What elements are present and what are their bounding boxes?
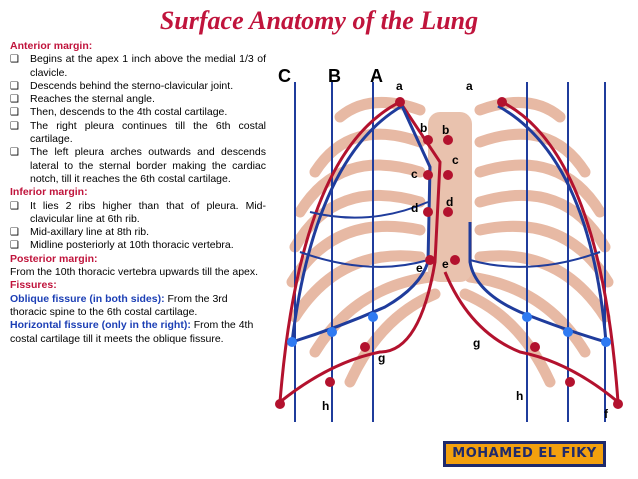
point-label-d: d: [411, 201, 418, 215]
point-label-d: d: [446, 195, 453, 209]
point-label-b: b: [420, 121, 427, 135]
list-item: Midline posteriorly at 10th thoracic ver…: [10, 239, 266, 253]
anterior-heading: Anterior margin:: [10, 40, 93, 52]
lung-points: [287, 312, 611, 347]
point-label-g: g: [473, 336, 480, 350]
list-item: The left pleura arches outwards and desc…: [10, 146, 266, 186]
list-item: Then, descends to the 4th costal cartila…: [10, 106, 266, 120]
lung-outline: [290, 103, 608, 345]
line-label-a: A: [370, 66, 383, 86]
inferior-heading: Inferior margin:: [10, 186, 88, 199]
oblique-fissure-line: [299, 251, 601, 268]
point-label-e: e: [416, 261, 423, 275]
fissures-heading: Fissures:: [10, 279, 57, 292]
list-item: Mid-axillary line at 8th rib.: [10, 226, 266, 240]
point-label-c: c: [411, 167, 418, 181]
point-label-h: h: [516, 389, 523, 403]
inferior-list: It lies 2 ribs higher than that of pleur…: [10, 200, 266, 253]
horizontal-fissure-label: Horizontal fissure (only in the right):: [10, 319, 191, 332]
oblique-fissure-label: Oblique fissure (in both sides):: [10, 292, 165, 305]
points: [275, 97, 623, 409]
list-item: The right pleura continues till the 6th …: [10, 120, 266, 147]
line-label-b: B: [328, 66, 341, 86]
anterior-list: Begins at the apex 1 inch above the medi…: [10, 53, 266, 186]
point-label-a: a: [396, 79, 403, 93]
ribs: [286, 96, 614, 388]
point-label-f: f: [604, 407, 609, 421]
oblique-fissure: Oblique fissure (in both sides): From th…: [10, 293, 266, 320]
list-item: It lies 2 ribs higher than that of pleur…: [10, 200, 266, 227]
horizontal-fissure-text: From the 4th costal cartilage till it me…: [10, 319, 254, 345]
list-item: Reaches the sternal angle.: [10, 93, 266, 107]
point-label-a: a: [466, 79, 473, 93]
posterior-heading: Posterior margin:: [10, 252, 98, 265]
pleura-outline: [278, 100, 620, 406]
point-label-b: b: [442, 123, 449, 137]
line-label-c: C: [278, 66, 291, 86]
horizontal-fissure-line: [309, 201, 429, 219]
point-label-c: c: [452, 153, 459, 167]
author-badge: MOHAMED EL FIKY: [443, 441, 606, 467]
point-label-g: g: [378, 351, 385, 365]
oblique-fissure-text: From the 3rd thoracic spine to the 6th c…: [10, 292, 228, 318]
point-label-h: h: [322, 399, 329, 413]
vertical-lines: [294, 82, 606, 422]
list-item: Descends behind the sterno-clavicular jo…: [10, 80, 266, 94]
horizontal-fissure: Horizontal fissure (only in the right): …: [10, 319, 266, 346]
sternum: [428, 112, 472, 282]
list-item: Begins at the apex 1 inch above the medi…: [10, 53, 266, 80]
point-label-e: e: [442, 257, 449, 271]
thorax-diagram: C B A a a b b c c d d e e f f g g h h: [275, 66, 623, 422]
page-title: Surface Anatomy of the Lung: [159, 6, 479, 35]
notes-column: Anterior margin: Begins at the apex 1 in…: [10, 40, 266, 346]
posterior-text: From the 10th thoracic vertebra upwards …: [10, 266, 259, 279]
